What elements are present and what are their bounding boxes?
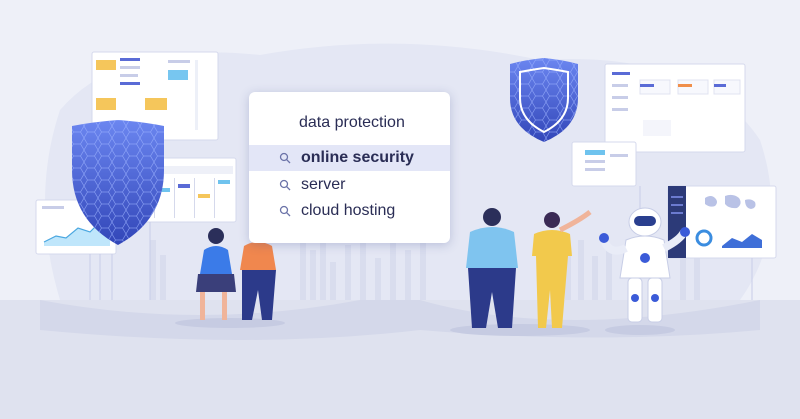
search-panel: data protection online security server c… bbox=[249, 92, 450, 243]
search-icon bbox=[279, 152, 291, 164]
suggestion-label: cloud hosting bbox=[301, 202, 396, 219]
search-query[interactable]: data protection bbox=[299, 114, 405, 131]
search-icon bbox=[279, 205, 291, 217]
suggestion-label: online security bbox=[301, 149, 414, 166]
skyline-bars bbox=[150, 230, 700, 300]
suggestion-cloud-hosting[interactable]: cloud hosting bbox=[249, 198, 450, 224]
suggestion-label: server bbox=[301, 176, 346, 193]
person-figure bbox=[196, 228, 236, 320]
suggestion-online-security[interactable]: online security bbox=[249, 145, 450, 171]
shield-icon bbox=[72, 120, 164, 245]
shield-icon bbox=[510, 58, 578, 142]
person-figure bbox=[466, 208, 518, 328]
person-figure bbox=[532, 210, 592, 328]
calendar-panel bbox=[571, 141, 637, 187]
suggestion-server[interactable]: server bbox=[249, 172, 450, 198]
dashboard-panel bbox=[604, 63, 746, 153]
map-panel bbox=[667, 185, 777, 259]
robot-figure bbox=[599, 207, 690, 323]
search-icon bbox=[279, 179, 291, 191]
dashboard-panel bbox=[91, 51, 219, 141]
